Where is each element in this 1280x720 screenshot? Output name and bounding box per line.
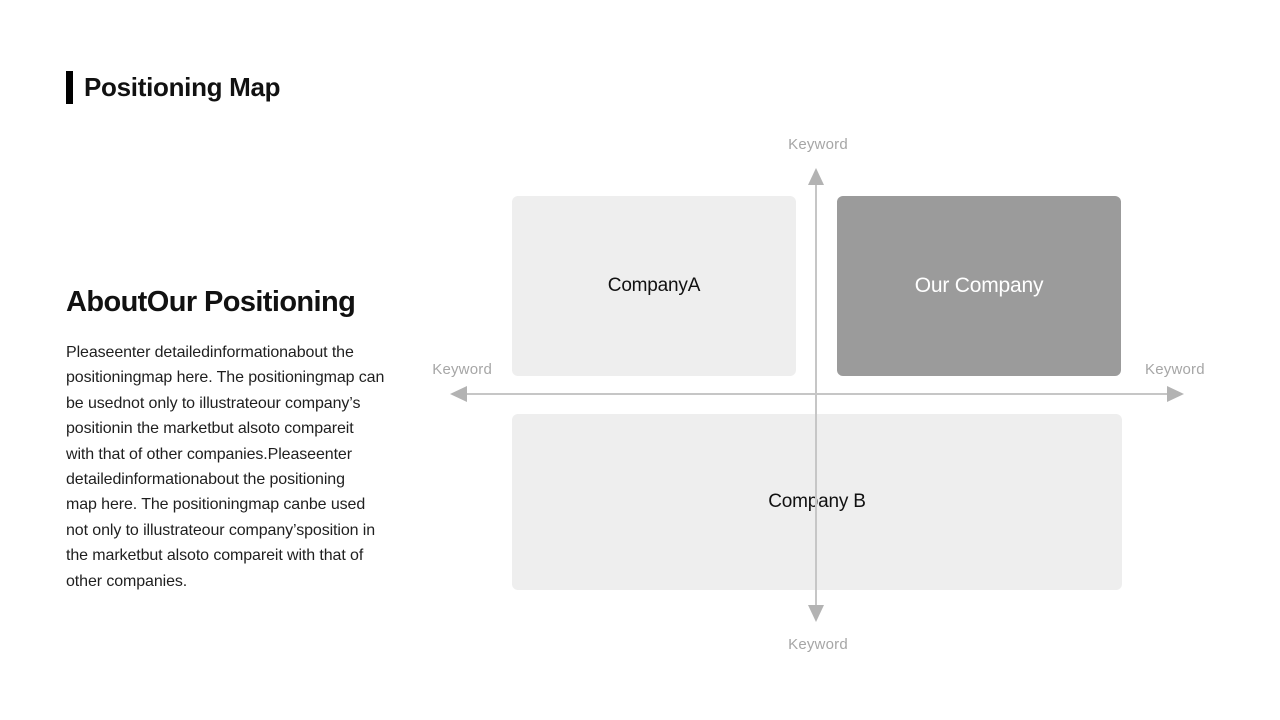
about-body-line: not only to illustrateour company’sposit… <box>66 521 376 539</box>
axis-arrow-up-icon <box>808 168 824 185</box>
quadrant-company-a: CompanyA <box>512 196 796 376</box>
quadrant-our-company-label: Our Company <box>914 274 1044 297</box>
about-body-line: Pleaseenter detailedinformationabout the <box>66 344 354 361</box>
title-accent-bar <box>66 71 73 104</box>
axis-arrow-right-icon <box>1167 386 1184 402</box>
about-body-line: the marketbut alsoto compareit with that… <box>66 547 364 565</box>
quadrant-company-a-label: CompanyA <box>607 275 701 296</box>
axis-label-right: Keyword <box>1145 361 1205 378</box>
about-body-line: be usednot only to illustrateour company… <box>66 394 361 412</box>
axis-arrow-down-icon <box>808 605 824 622</box>
about-body-line: map here. The positioningmap canbe used <box>66 496 366 514</box>
axis-label-bottom: Keyword <box>788 636 848 653</box>
about-body-line: positionin the marketbut alsoto comparei… <box>66 420 354 438</box>
about-heading: AboutOur Positioning <box>66 286 356 318</box>
quadrant-our-company: Our Company <box>837 196 1121 376</box>
about-body-line: other companies. <box>66 572 188 590</box>
axis-arrow-left-icon <box>450 386 467 402</box>
axis-label-left: Keyword <box>432 361 492 378</box>
quadrant-company-b: Company B <box>512 414 1122 590</box>
about-body-line: positioningmap here. The positioningmap … <box>66 369 385 387</box>
about-body-line: with that of other companies.Pleaseenter <box>66 445 352 463</box>
axis-label-top: Keyword <box>788 136 848 153</box>
about-body-line: detailedinformationabout the positioning <box>66 471 345 489</box>
page-title: Positioning Map <box>84 72 281 102</box>
about-paragraph: Pleaseenter detailedinformationabout the… <box>66 340 426 594</box>
quadrant-company-b-label: Company B <box>768 491 866 512</box>
